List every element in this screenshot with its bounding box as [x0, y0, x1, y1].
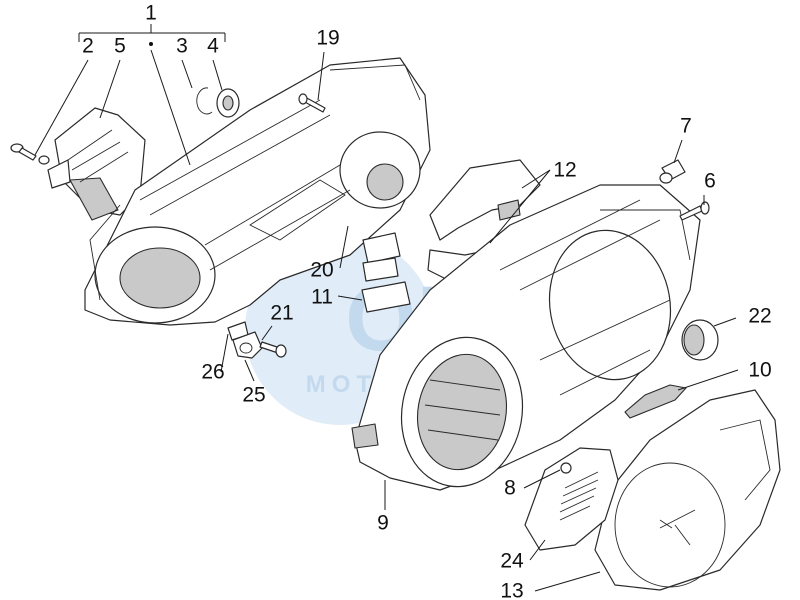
part-9-main-cover	[351, 184, 701, 491]
leader-lines	[34, 24, 739, 592]
part-4-bearing	[216, 88, 240, 118]
callout-19: 19	[316, 27, 339, 50]
callout-22: 22	[748, 305, 771, 328]
callout-1: 1	[145, 2, 157, 25]
callout-3: 3	[176, 35, 188, 58]
part-11-block	[361, 281, 411, 313]
callout-26: 26	[201, 361, 224, 384]
callout-6: 6	[704, 170, 716, 193]
part-22-cap	[681, 319, 719, 361]
callout-10: 10	[748, 359, 771, 382]
part-19-screw	[298, 93, 326, 113]
part-8-screw	[560, 462, 572, 474]
callout-13: 13	[500, 580, 523, 600]
callout-25: 25	[242, 384, 265, 407]
callout-2: 2	[82, 35, 94, 58]
callout-21: 21	[270, 302, 293, 325]
callout-9: 9	[377, 512, 389, 535]
part-24-grille-cover	[524, 447, 619, 551]
part-1-crankcase-cover	[84, 57, 431, 326]
part-7-clip	[659, 159, 686, 184]
part-10-strip	[624, 384, 687, 419]
callout-24: 24	[500, 550, 524, 573]
callout-20: 20	[310, 259, 333, 282]
part-21-bolt	[259, 341, 287, 358]
part-25-clamp	[232, 331, 263, 359]
part-20-block	[362, 232, 401, 282]
callout-7: 7	[680, 115, 692, 138]
callouts: 1 2 5 3 4 19 12 7 6 20 11 21 22 26 25 10…	[82, 2, 772, 600]
callout-11: 11	[311, 286, 333, 309]
callout-12: 12	[553, 159, 576, 182]
part-2-screw	[10, 143, 50, 165]
part-6-screw	[679, 201, 710, 221]
callout-4: 4	[207, 35, 219, 58]
callout-8: 8	[504, 477, 516, 500]
part-13-outer-cover	[594, 389, 781, 591]
callout-5: 5	[114, 35, 126, 58]
part-3-circlip	[196, 87, 213, 115]
